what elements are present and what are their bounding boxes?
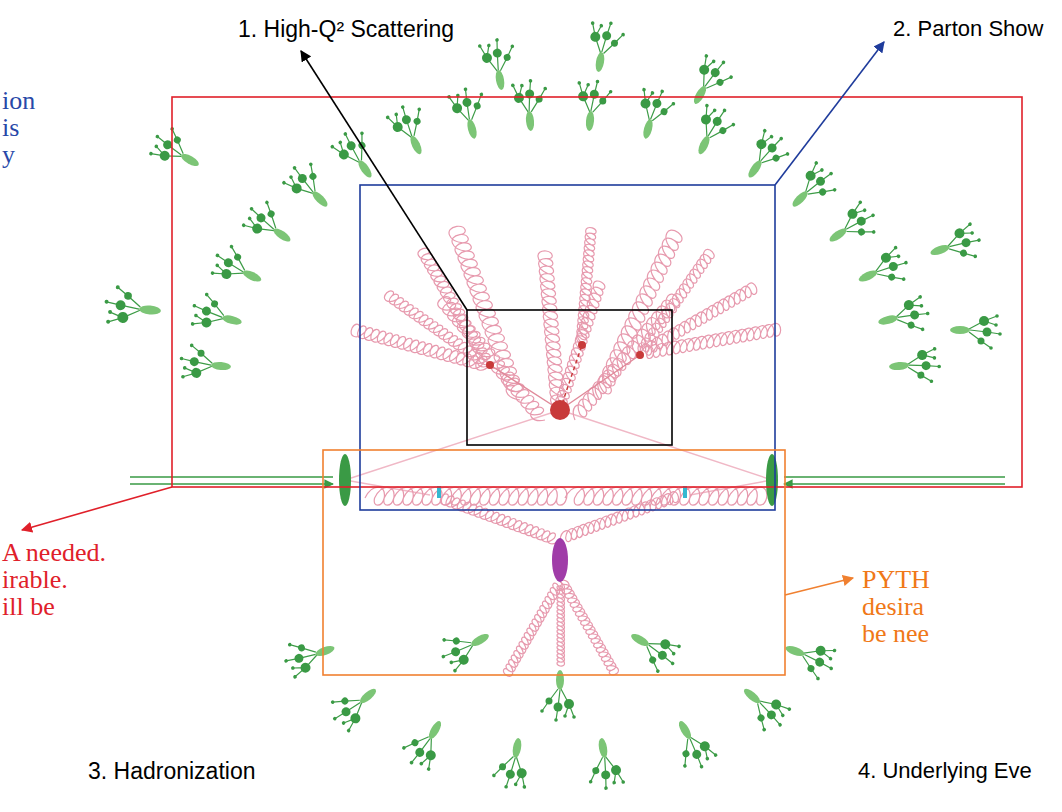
gluon-coil: [557, 577, 620, 677]
hadron-cluster: [207, 240, 269, 294]
hadron-cluster: [279, 629, 340, 680]
decay-vertex: [486, 361, 494, 369]
quark-line: [345, 410, 772, 495]
stage-label: 1. High-Q² Scattering: [238, 16, 454, 42]
hadron-cluster: [446, 83, 494, 142]
gluon-coil: [565, 487, 767, 505]
gluon-coil: [557, 582, 565, 666]
hadron-cluster: [782, 158, 844, 220]
gluon-coil: [350, 323, 491, 372]
hadron-cluster: [925, 221, 986, 272]
hadron-cluster: [779, 633, 840, 684]
note-fragment: A needed.: [2, 538, 106, 568]
hadron-cluster: [621, 621, 684, 678]
hadron-cluster: [582, 735, 626, 792]
hadron-cluster: [583, 18, 627, 75]
gluon-coil: [502, 578, 565, 678]
hadron-cluster: [434, 618, 497, 675]
gluon-coil: [568, 292, 682, 424]
hadron-cluster: [950, 314, 1002, 350]
gluon-coil: [447, 224, 526, 404]
hadron-cluster: [103, 284, 163, 328]
hadron-cluster: [540, 670, 576, 722]
hadron-cluster: [685, 100, 739, 162]
gluon-coil: [436, 294, 550, 426]
note-fragment: PYTH: [862, 565, 930, 595]
stage-label: 3. Hadronization: [88, 758, 256, 784]
gluon-coil: [639, 323, 782, 360]
hadron-cluster: [663, 713, 720, 776]
hadron-cluster: [239, 195, 302, 254]
note-fragment: y: [2, 140, 15, 170]
gluon-coil: [439, 493, 561, 547]
hadron-cluster: [874, 294, 933, 342]
region-box: [172, 97, 1022, 487]
hadron-cluster: [511, 78, 551, 133]
leader-arrow: [785, 578, 853, 595]
hard-vertex: [550, 400, 570, 420]
note-fragment: irable.: [2, 565, 68, 595]
proton-ellipse: [766, 454, 778, 506]
stage-label: 2. Parton Show: [893, 16, 1043, 41]
hadron-cluster: [279, 155, 341, 217]
region-box: [360, 185, 775, 510]
hadron-cluster: [490, 735, 534, 792]
hadron-cluster: [821, 198, 884, 257]
secondary-cluster: [552, 538, 568, 582]
beam-arrow: [784, 477, 1005, 484]
beam-arrow: [130, 477, 333, 484]
gluon-coil: [591, 228, 684, 403]
note-fragment: ion: [2, 86, 35, 116]
region-box: [323, 450, 785, 675]
note-fragment: is: [2, 113, 19, 143]
hadron-cluster: [630, 85, 678, 144]
decay-vertex: [578, 341, 586, 349]
hadron-cluster: [477, 35, 521, 92]
region-box: [467, 310, 672, 445]
note-fragment: ill be: [2, 592, 55, 622]
stage-label: 4. Underlying Eve: [858, 758, 1032, 783]
hadron-cluster: [732, 677, 795, 738]
hadron-cluster: [323, 674, 386, 735]
hadron-cluster: [328, 123, 387, 186]
hadron-cluster: [146, 122, 209, 179]
hadron-cluster: [397, 711, 454, 774]
hadron-cluster: [681, 51, 738, 114]
hadron-cluster: [736, 126, 795, 189]
hadron-cluster: [384, 99, 438, 161]
note-fragment: be nee: [862, 619, 929, 649]
gluon-coil: [538, 250, 566, 410]
hadron-cluster: [888, 347, 943, 387]
leader-arrow: [301, 51, 467, 310]
boson-line: [560, 345, 582, 410]
leader-arrow: [22, 487, 172, 530]
hadron-cluster: [178, 343, 233, 383]
gluon-coil: [558, 491, 680, 545]
note-fragment: desira: [862, 592, 924, 622]
gluon-coil: [636, 281, 759, 359]
gluon-coil: [576, 227, 597, 345]
hadron-cluster: [188, 290, 247, 338]
decay-vertex: [636, 351, 644, 359]
hadron-cluster: [852, 244, 914, 298]
proton-ellipse: [339, 454, 351, 506]
leader-arrow: [775, 42, 884, 185]
hadron-cluster: [573, 78, 613, 133]
